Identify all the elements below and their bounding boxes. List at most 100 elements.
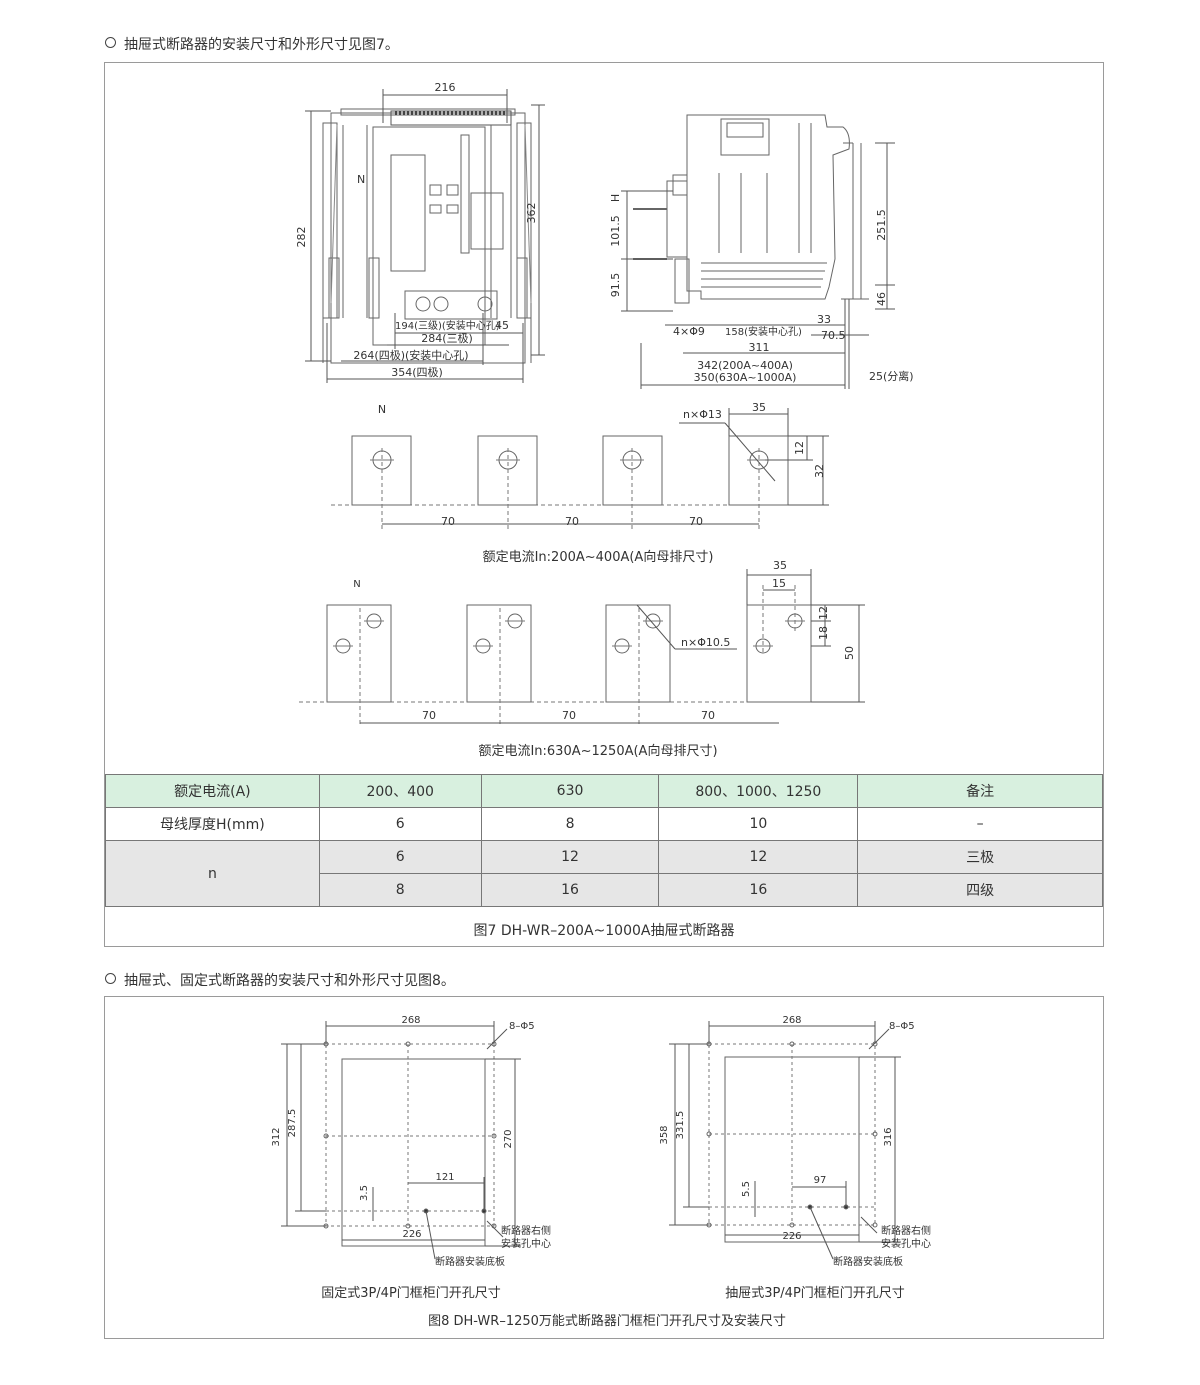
fixed-dim-270: 270 [503,1129,514,1148]
bus2-dim-50: 50 [843,646,856,660]
drawout-dim-226: 226 [782,1231,801,1242]
table-cell: 6 [318,807,482,841]
dim-354: 354(四极) [391,365,443,379]
bus2-dim-15: 15 [772,577,786,590]
fixed-dim-121: 121 [435,1172,454,1183]
dim-25: 25(分离) [869,369,914,383]
front-n-label: N [357,173,365,186]
bus1-caption: 额定电流In:200A~400A(A向母排尺寸) [483,549,714,565]
busbar-row-1 [331,408,829,531]
table-header-cell: 630 [480,774,660,808]
fixed-dim-226: 226 [402,1229,421,1240]
bus2-dim-18: 18 [817,626,830,640]
circle-bullet-icon [105,37,116,48]
table-row: n 6 12 12 三极 [105,840,1103,907]
side-view [621,114,895,389]
bus1-dim-32: 32 [813,464,826,478]
table-header-cell: 额定电流(A) [105,774,320,808]
table-cell: 16 [658,873,859,907]
bus1-spacing-3: 70 [689,515,703,528]
fixed-cutout-drawing [281,1021,521,1260]
busbar-row-2 [299,569,865,727]
bus2-caption: 额定电流In:630A~1250A(A向母排尺寸) [478,743,717,759]
drawout-dim-5-5: 5.5 [741,1181,752,1197]
table-cell: 四级 [857,873,1103,907]
dim-45: 45 [495,319,509,332]
fixed-dim-268: 268 [401,1015,420,1026]
dim-251-5: 251.5 [875,209,888,241]
figure-7-drawing: 216 282 362 N 194(三级)(安装中心孔) 45 284(三极) … [295,81,914,759]
drawout-dim-97: 97 [814,1175,827,1186]
dim-h: H [609,194,622,202]
dim-350: 350(630A~1000A) [694,371,797,384]
bus2-spacing-3: 70 [701,709,715,722]
bus1-dim-35: 35 [752,401,766,414]
bus1-spacing-1: 70 [441,515,455,528]
table-cell: 母线厚度H(mm) [105,807,320,841]
drawout-cutout-drawing [669,1021,901,1260]
drawout-note-right-2: 安装孔中心 [881,1237,931,1250]
dim-311: 311 [749,341,770,354]
drawout-dim-316: 316 [883,1127,894,1146]
figure-8-drawing: 268 8–Φ5 312 287.5 270 121 3.5 226 断路器右侧… [271,1015,931,1329]
fixed-caption: 固定式3P/4P门框柜门开孔尺寸 [321,1286,501,1301]
table-header-row: 额定电流(A) 200、400 630 800、1000、1250 备注 [105,774,1103,808]
dim-284: 284(三极) [421,331,473,345]
table-cell: n [105,840,320,907]
bus2-dim-12: 12 [817,606,830,620]
drawout-dim-331-5: 331.5 [675,1111,686,1140]
figure-8-caption: 图8 DH-WR–1250万能式断路器门框柜门开孔尺寸及安装尺寸 [428,1313,786,1329]
drawout-dim-8phi5: 8–Φ5 [889,1021,915,1032]
dim-216: 216 [435,81,456,94]
table-cell: 6 [318,840,482,874]
drawout-dim-268: 268 [782,1015,801,1026]
dim-342: 342(200A~400A) [697,359,793,372]
drawout-note-right-1: 断路器右侧 [881,1224,931,1237]
fixed-dim-287-5: 287.5 [287,1109,298,1138]
fixed-note-base: 断路器安装底板 [435,1255,505,1268]
dim-158: 158(安装中心孔) [725,325,802,338]
table-cell: 16 [480,873,660,907]
table-cell: 12 [658,840,859,874]
fixed-dim-3-5: 3.5 [359,1185,370,1201]
table-row: 母线厚度H(mm) 6 8 10 – [105,807,1103,841]
dim-264: 264(四极)(安装中心孔) [353,348,468,362]
bus1-n-label: N [378,403,386,416]
dim-194: 194(三级)(安装中心孔) [395,319,500,332]
drawout-caption: 抽屉式3P/4P门框柜门开孔尺寸 [725,1286,905,1301]
table-cell: 三极 [857,840,1103,874]
spec-table: 额定电流(A) 200、400 630 800、1000、1250 备注 母线厚… [105,774,1103,907]
figure-7-frame: 216 282 362 N 194(三级)(安装中心孔) 45 284(三极) … [104,62,1104,947]
intro-text-fig7: 抽屉式断路器的安装尺寸和外形尺寸见图7。 [105,34,399,54]
dim-70-5: 70.5 [821,329,846,342]
figure-7-caption: 图7 DH-WR–200A~1000A抽屉式断路器 [473,923,735,939]
circle-bullet-icon [105,973,116,984]
dim-91-5: 91.5 [609,273,622,298]
bus2-hole-label: n×Φ10.5 [681,636,730,649]
table-header-cell: 备注 [857,774,1103,808]
bus2-n-label: N [353,579,360,590]
table-cell: 8 [480,807,660,841]
dim-4phi9: 4×Φ9 [673,325,705,338]
bus1-hole-label: n×Φ13 [683,408,722,421]
bus1-dim-12: 12 [793,441,806,455]
fixed-note-right-1: 断路器右侧 [501,1224,551,1237]
table-cell: 12 [480,840,660,874]
table-row: 8 16 16 四级 [106,873,1103,907]
fixed-dim-8phi5: 8–Φ5 [509,1021,535,1032]
figure-8-frame: 268 8–Φ5 312 287.5 270 121 3.5 226 断路器右侧… [104,996,1104,1339]
drawout-dim-358: 358 [659,1125,670,1144]
dim-33: 33 [817,313,831,326]
table-header-cell: 200、400 [318,774,482,808]
dim-101-5: 101.5 [609,215,622,247]
front-view [305,89,545,383]
dim-282: 282 [295,227,308,248]
dim-362: 362 [525,203,538,224]
bus2-spacing-1: 70 [422,709,436,722]
fixed-note-right-2: 安装孔中心 [501,1237,551,1250]
fixed-dim-312: 312 [271,1127,282,1146]
bus2-dim-35: 35 [773,559,787,572]
intro-text-fig8: 抽屉式、固定式断路器的安装尺寸和外形尺寸见图8。 [105,970,455,990]
table-cell: – [857,807,1103,841]
bus2-spacing-2: 70 [562,709,576,722]
